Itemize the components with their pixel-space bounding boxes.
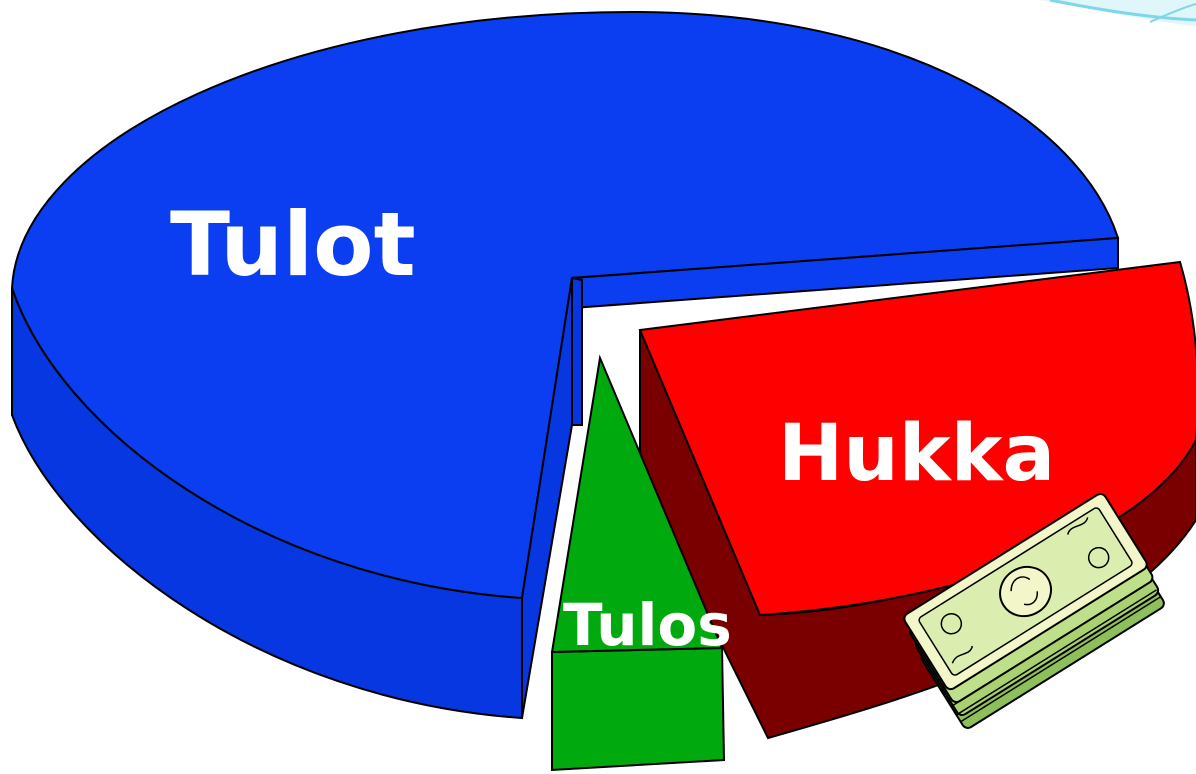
slice-tulos-side [551, 646, 726, 772]
slice-tulot-top [10, 10, 1120, 600]
slice-tulot-front-wall [521, 277, 573, 719]
corner-swoosh-decoration [1040, 0, 1196, 26]
slice-tulot [10, 10, 1120, 720]
slice-tulot-label: Tulot [170, 193, 416, 296]
slice-tulos [550, 354, 726, 772]
slice-tulos-top [550, 354, 724, 654]
slice-hukka-label: Hukka [778, 409, 1055, 499]
slice-tulos-label: Tulos [563, 591, 732, 659]
slice-hukka [638, 260, 1196, 740]
slice-tulot-inner-wall-lower [571, 276, 583, 426]
money-stack-icon [903, 492, 1165, 729]
